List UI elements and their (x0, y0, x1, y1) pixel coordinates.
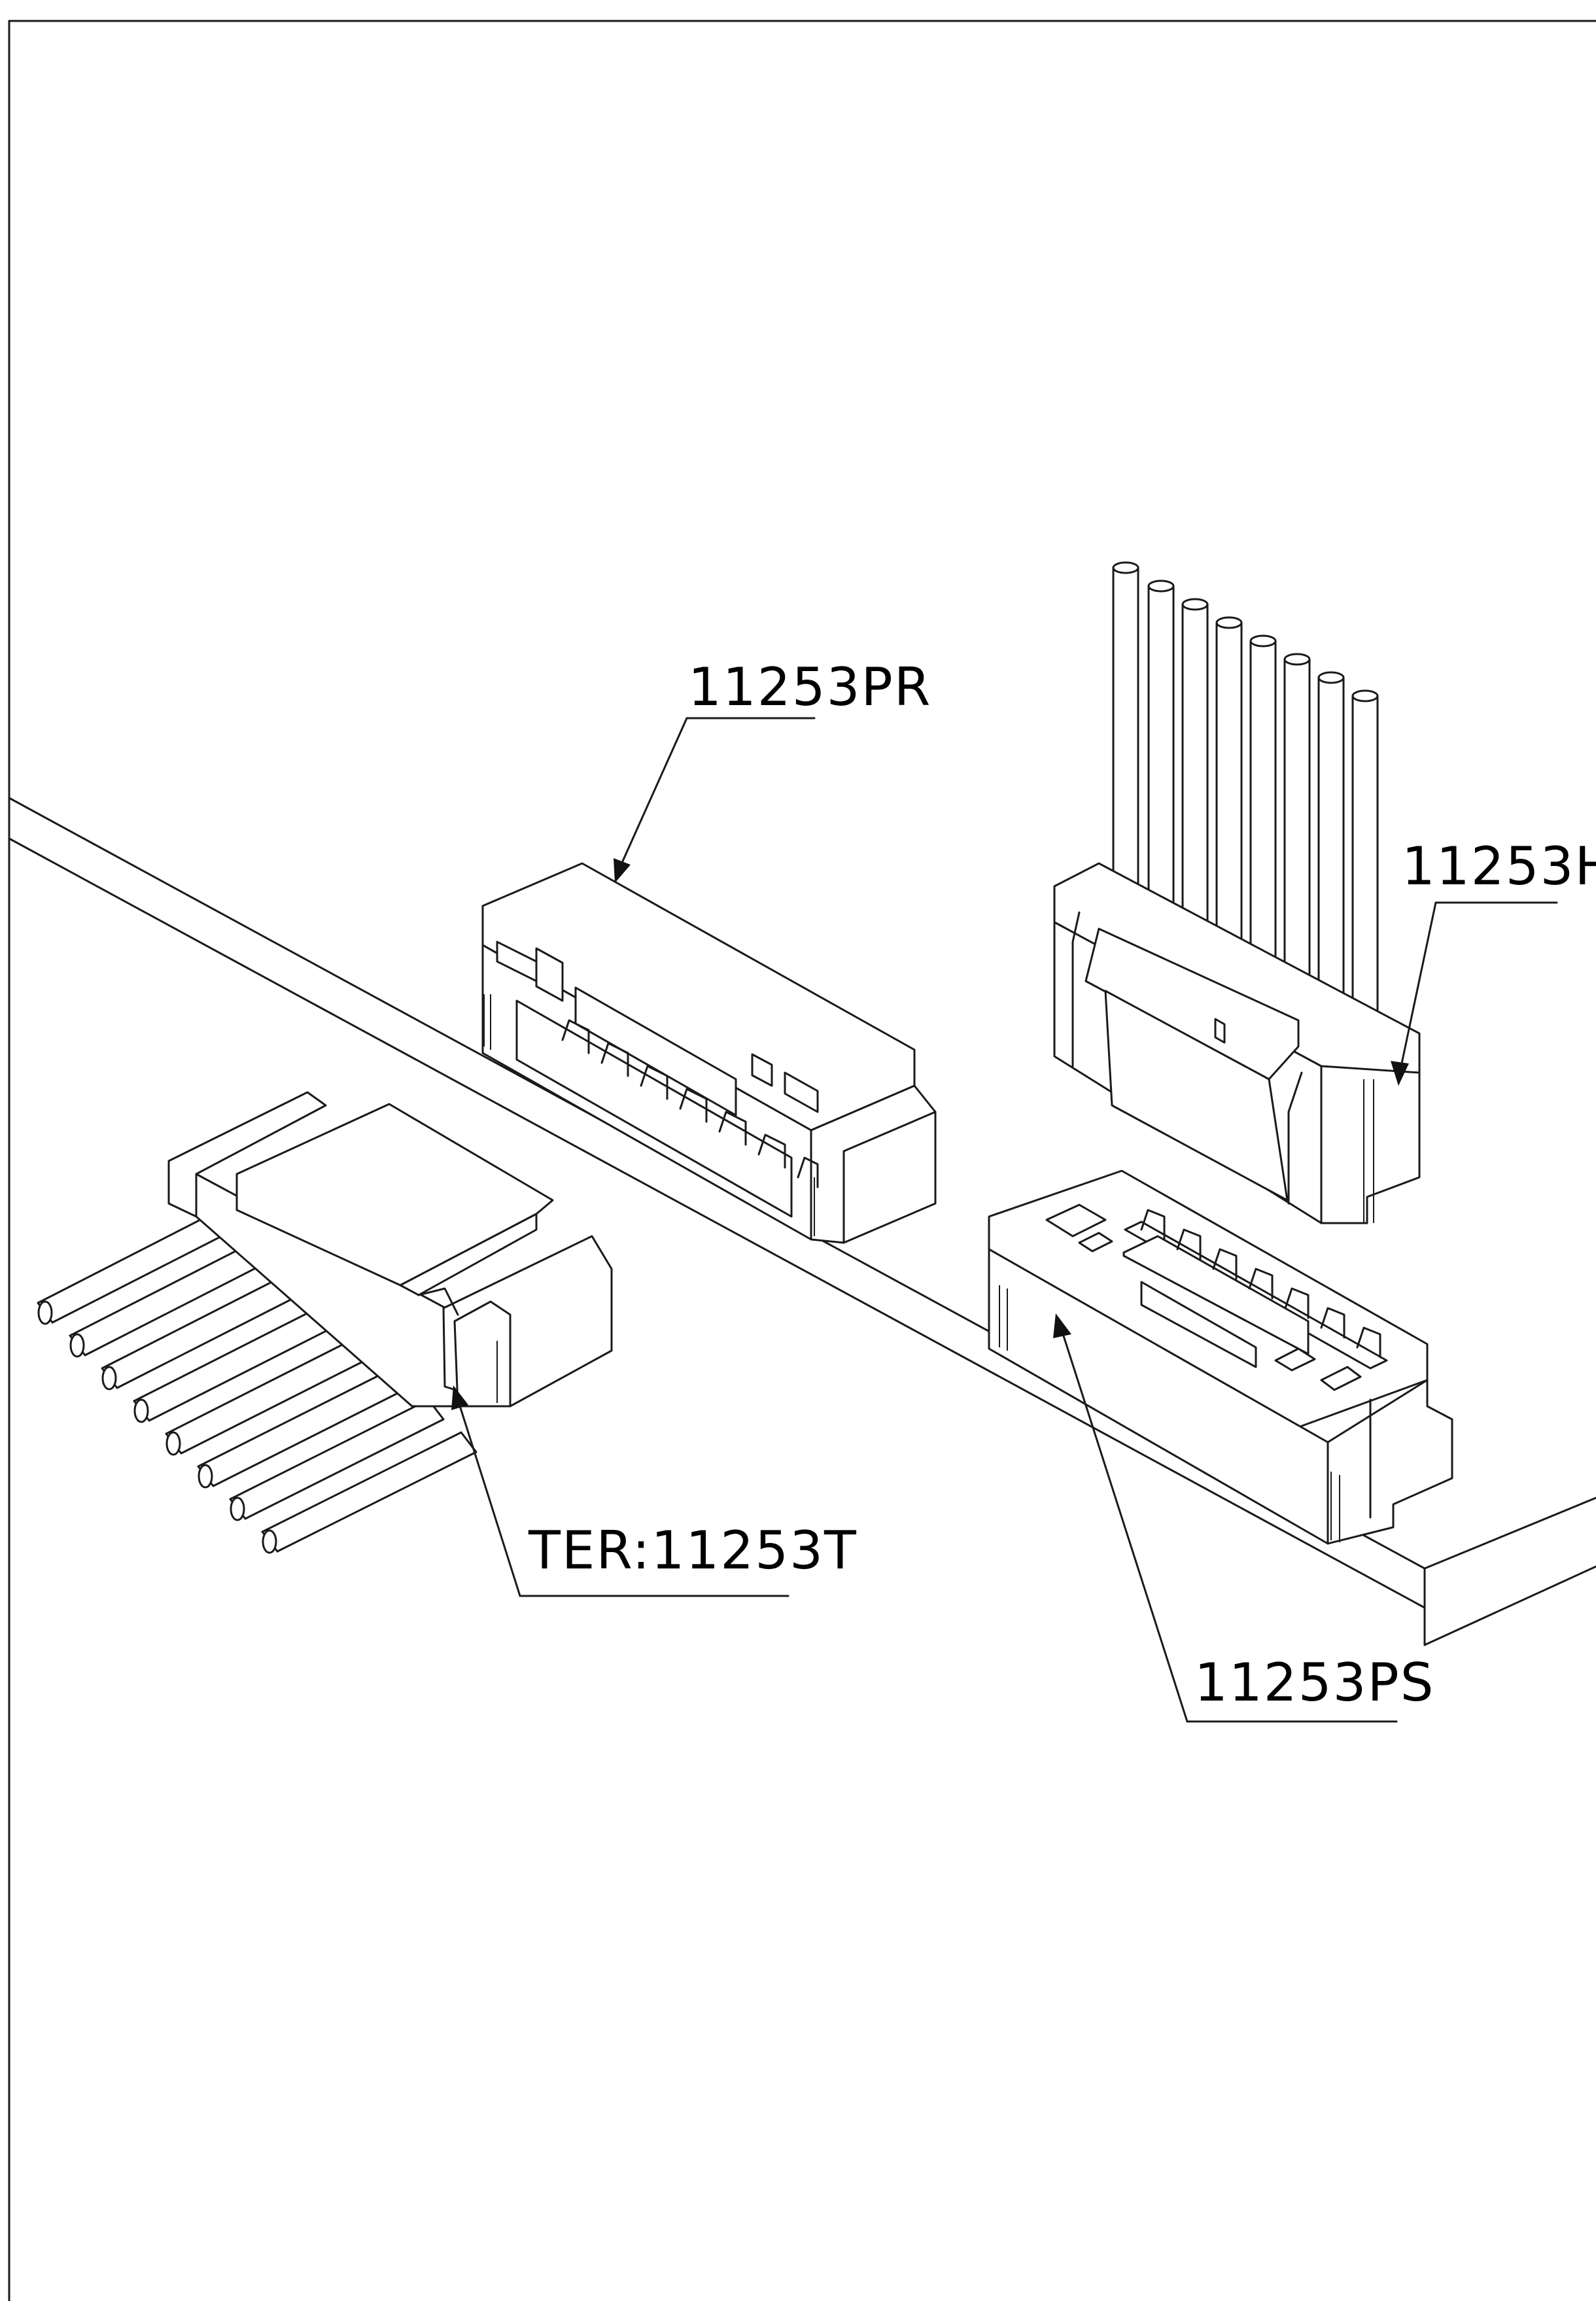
housing-11253h (1053, 561, 1421, 1224)
drawing-frame (8, 20, 1596, 2301)
arrowhead-11253pr (614, 858, 631, 883)
callout-11253pr (614, 717, 816, 883)
callout-ter-11253t (451, 1385, 789, 1597)
label-11253h: 11253H (1402, 836, 1596, 897)
arrowhead-11253ps (1053, 1313, 1071, 1338)
housing-11253t (37, 1091, 613, 1554)
label-11253pr: 11253PR (688, 657, 931, 718)
arrowhead-11253h (1391, 1061, 1409, 1086)
label-11253ps: 11253PS (1194, 1652, 1435, 1713)
horizontal-wires (37, 1202, 477, 1554)
callout-11253ps (1053, 1313, 1398, 1723)
connector-11253pr (481, 862, 937, 1244)
arrowhead-11253t (451, 1385, 468, 1410)
connector-11253ps (988, 1169, 1453, 1545)
label-ter-11253t: TER:11253T (528, 1520, 858, 1581)
callout-11253h (1391, 901, 1558, 1086)
